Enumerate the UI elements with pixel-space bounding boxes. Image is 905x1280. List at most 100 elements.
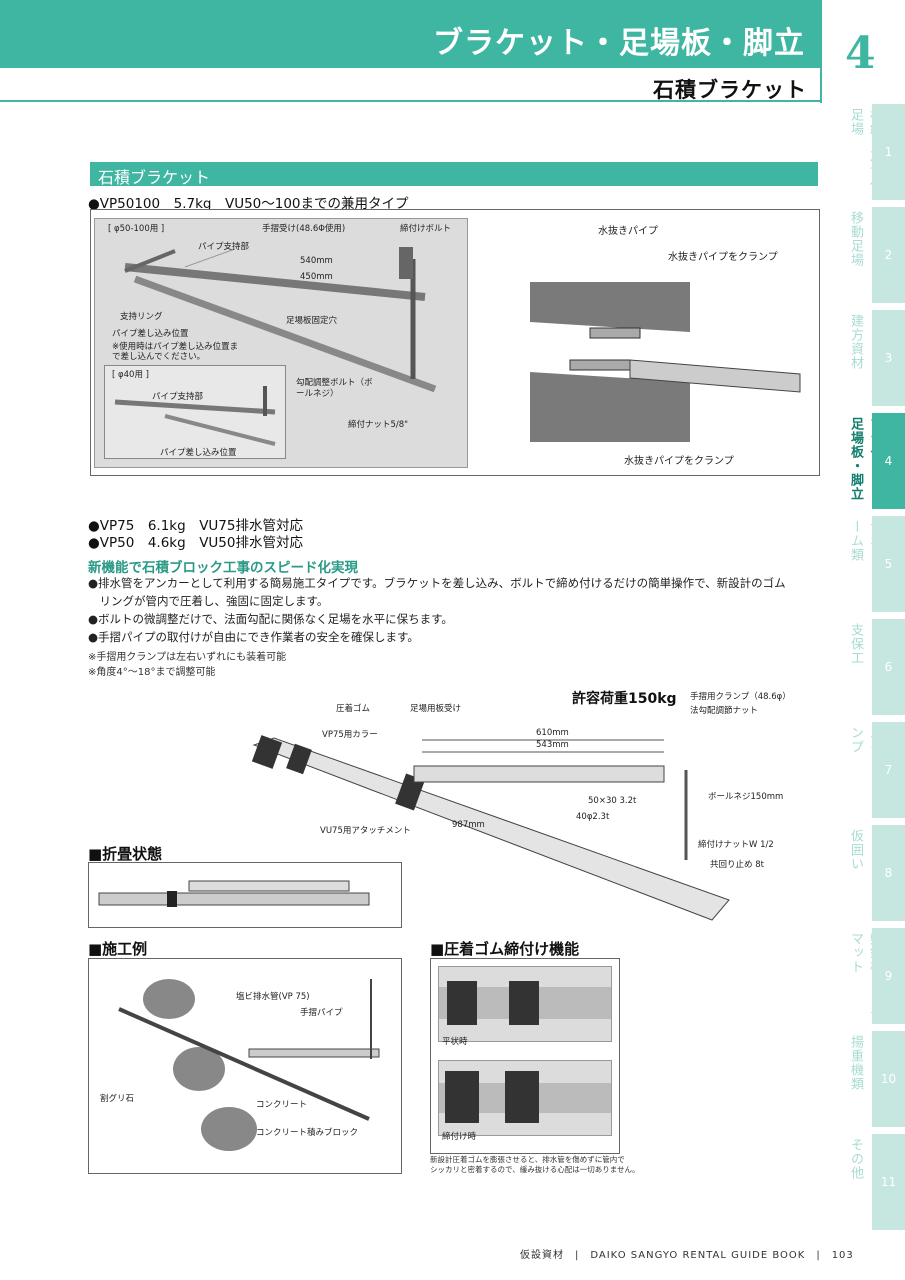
side-tab-4[interactable]: ブラケット・足場板・脚立4 xyxy=(820,413,905,513)
label-450: 450mm xyxy=(300,272,333,282)
section-bar xyxy=(90,162,818,186)
scaffold-board xyxy=(248,1048,380,1058)
label-ball-screw: ボールネジ150mm xyxy=(708,792,784,802)
inset-strut xyxy=(164,414,276,446)
label-section: 50×30 3.2t xyxy=(588,796,637,806)
label-block: コンクリート積みブロック xyxy=(256,1128,359,1138)
rubber-photo-flat xyxy=(438,966,612,1042)
label-pipe-support-40: パイプ支持部 xyxy=(152,392,204,402)
features-title: 新機能で石積ブロック工事のスピード化実現 xyxy=(88,560,358,576)
side-tab-7[interactable]: パイプ・クランプ7 xyxy=(820,722,905,822)
board-rest xyxy=(413,765,665,783)
clamp-top xyxy=(589,327,641,339)
label-handrail-clamp: 手摺用クランプ（48.6φ） xyxy=(690,692,791,702)
label-nut-w: 締付けナットW 1/2 xyxy=(698,840,774,850)
collar xyxy=(395,773,425,811)
label-540: 540mm xyxy=(300,256,333,266)
rubber-photo-tight xyxy=(438,1060,612,1136)
flat-ring-1 xyxy=(447,981,477,1025)
label-clamp-top: 水抜きパイプをクランプ xyxy=(668,252,778,263)
label-handrail-pipe: 手摺パイプ xyxy=(300,1008,343,1018)
rubber-ring-1 xyxy=(251,735,283,769)
section-title: 石積ブラケット xyxy=(98,168,211,187)
drain-pipe xyxy=(118,1007,370,1121)
label-610: 610mm xyxy=(536,728,569,738)
note-2: ※角度4°～18°まで調整可能 xyxy=(88,667,216,678)
rubber-caption-1: 新設計圧着ゴムを膨張させると、排水管を傷めずに管内で xyxy=(430,1155,625,1164)
label-handrail: 手摺受け(48.6Φ使用) xyxy=(262,224,346,234)
bracket-strut xyxy=(133,275,437,393)
label-slope-nut: 法勾配調節ナット xyxy=(690,706,759,716)
example-title: ■施工例 xyxy=(88,940,148,958)
note-1: ※手摺用クランプは左右いずれにも装着可能 xyxy=(88,652,287,663)
tight-ring-2 xyxy=(505,1071,539,1123)
label-board-rest: 足場用板受け xyxy=(410,704,462,714)
rubber-caption-2: シッカリと密着するので、緩み抜ける心配は一切ありません。 xyxy=(430,1165,640,1174)
block-3 xyxy=(143,979,195,1019)
spec-vp50: ●VP50 4.6kg VU50排水管対応 xyxy=(88,535,303,551)
pipe-support xyxy=(124,249,176,273)
spec-vp50100: ●VP50100 5.7kg VU50～100までの兼用タイプ xyxy=(88,196,409,212)
label-phi50-100: [ φ50-100用 ] xyxy=(108,224,165,234)
folded-drawing xyxy=(98,880,370,907)
inset-phi40 xyxy=(104,365,286,459)
header-band xyxy=(0,0,820,68)
label-pipe-support: パイプ支持部 xyxy=(198,242,250,252)
spec-vp75: ●VP75 6.1kg VU75排水管対応 xyxy=(88,518,303,534)
folded-title: ■折畳状態 xyxy=(88,845,163,863)
label-clamp-bottom: 水抜きパイプをクランプ xyxy=(624,456,734,467)
page-title: ブラケット・足場板・脚立 xyxy=(433,26,805,61)
stone-wall-top xyxy=(530,282,690,332)
stone-wall-bottom xyxy=(530,372,690,442)
header-rule xyxy=(0,100,820,102)
chapter-box xyxy=(820,0,905,103)
clamp-bottom xyxy=(569,359,631,371)
label-insert-pos-40: パイプ差し込み位置 xyxy=(160,448,237,458)
side-tab-9[interactable]: 敷鉄板・ゴムマット9 xyxy=(820,928,905,1028)
flat-ring-2 xyxy=(509,981,539,1025)
side-tab-1[interactable]: 枠組・次世代足場1 xyxy=(820,104,905,204)
page-subtitle: 石積ブラケット xyxy=(653,78,807,102)
label-987: 987mm xyxy=(452,820,485,830)
label-drain: 水抜きパイプ xyxy=(598,226,658,237)
label-543: 543mm xyxy=(536,740,569,750)
bracket-illustration xyxy=(124,247,437,393)
folded-arm xyxy=(188,880,350,892)
tight-ring-1 xyxy=(445,1071,479,1123)
feature-2: ●ボルトの微調整だけで、法面勾配に関係なく足場を水平に保ちます。 xyxy=(88,612,453,626)
vp75-diagram xyxy=(234,700,734,930)
label-phi40: [ φ40用 ] xyxy=(112,370,149,380)
label-bolt: 締付けボルト xyxy=(400,224,452,234)
rubber-ring-2 xyxy=(286,743,312,775)
label-rubber: 圧着ゴム xyxy=(336,704,371,714)
vp75-drawing xyxy=(251,735,730,921)
bolt-head xyxy=(399,247,413,279)
side-tab-5[interactable]: サポート・ビーム類5 xyxy=(820,516,905,616)
inset-illustration xyxy=(114,386,276,446)
inset-arm xyxy=(114,399,276,415)
block-1 xyxy=(173,1047,225,1091)
label-ring: 支持リング xyxy=(120,312,163,322)
label-nut: 締付ナット5/8" xyxy=(348,420,409,430)
drain-drawing xyxy=(530,282,801,442)
label-insert-pos: パイプ差し込み位置 xyxy=(112,329,189,339)
footer: 仮設資材 | DAIKO SANGYO RENTAL GUIDE BOOK | … xyxy=(520,1250,854,1261)
folded-pipe xyxy=(98,892,370,906)
rubber-tight-drawing xyxy=(439,1071,611,1123)
folded-collar xyxy=(167,891,177,907)
label-tight: 締付け時 xyxy=(442,1132,477,1142)
rubber-flat-drawing xyxy=(439,981,611,1025)
feature-1b: リングが管内で圧着し、強固に固定します。 xyxy=(88,594,329,608)
label-concrete: コンクリート xyxy=(256,1100,308,1110)
feature-1: ●排水管をアンカーとして利用する簡易施工タイプです。ブラケットを差し込み、ボルト… xyxy=(88,576,786,590)
example-drawing xyxy=(118,979,380,1151)
label-board-hole: 足場板固定穴 xyxy=(286,316,338,326)
folded-frame xyxy=(88,862,402,928)
allowable-load: 許容荷重150kg xyxy=(572,691,677,707)
